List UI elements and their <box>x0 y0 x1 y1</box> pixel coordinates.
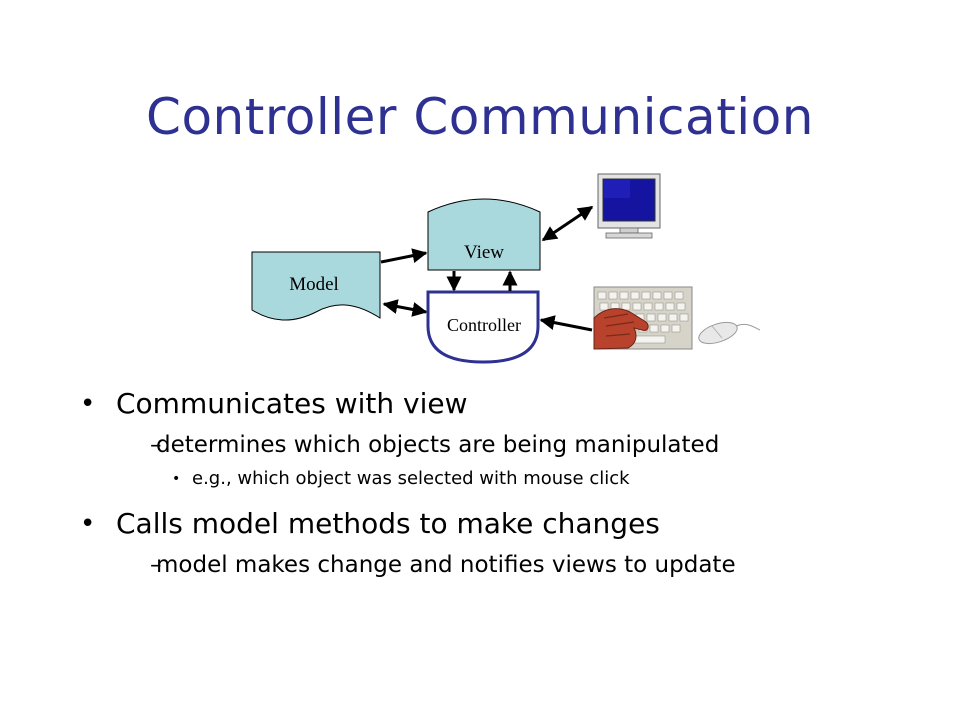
bullet-text: Communicates with view <box>116 387 468 420</box>
hand-icon <box>593 308 649 350</box>
bullet-marker: • <box>80 389 96 419</box>
bullet-marker: • <box>172 471 181 487</box>
view-box <box>427 198 541 271</box>
bullet-item: • Calls model methods to make changes <box>80 502 940 546</box>
sub-bullet-item: – determines which objects are being man… <box>80 426 940 464</box>
monitor-icon <box>597 173 661 239</box>
dash-marker: – <box>150 432 162 458</box>
slide-title: Controller Communication <box>146 88 814 146</box>
controller-label: Controller <box>447 315 521 335</box>
model-box <box>251 251 381 321</box>
arrow-view-monitor <box>541 205 594 242</box>
sub-sub-bullet-item: • e.g., which object was selected with m… <box>80 464 940 494</box>
mouse-icon <box>698 321 761 345</box>
bullet-item: • Communicates with view <box>80 382 940 426</box>
dash-marker: – <box>150 552 162 578</box>
sub-bullet-text: model makes change and notifies views to… <box>156 552 736 578</box>
arrow-model-to-view <box>380 248 428 264</box>
controller-box <box>426 290 540 364</box>
model-label: Model <box>289 274 339 295</box>
arrow-model-controller <box>382 299 428 317</box>
sub-bullet-item: – model makes change and notifies views … <box>80 546 940 584</box>
bullet-marker: • <box>80 509 96 539</box>
arrow-input-to-controller <box>539 315 593 332</box>
view-label: View <box>464 242 504 263</box>
sub-bullet-text: determines which objects are being manip… <box>156 432 720 458</box>
keyboard-icon <box>593 286 693 350</box>
bullet-list: • Communicates with view – determines wh… <box>80 382 940 584</box>
bullet-text: Calls model methods to make changes <box>116 507 660 540</box>
sub-sub-bullet-text: e.g., which object was selected with mou… <box>192 468 630 489</box>
